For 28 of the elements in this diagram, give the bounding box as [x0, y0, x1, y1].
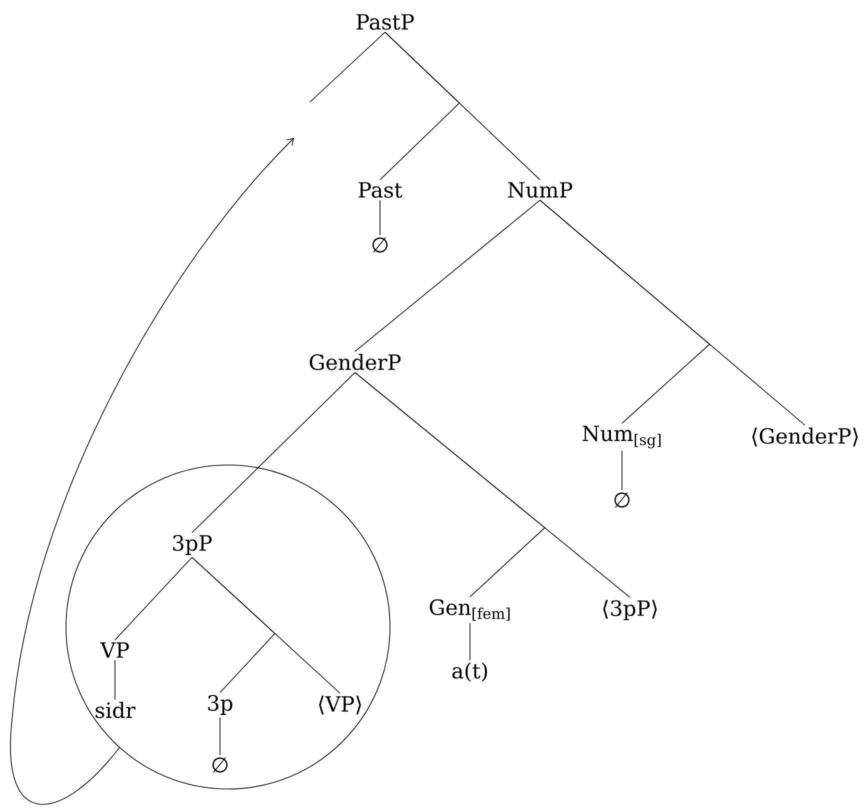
- tree-node-label: sidr: [96, 702, 136, 718]
- movement-arrow: [10, 138, 294, 804]
- tree-node-label: PastP: [356, 14, 414, 30]
- branch-line: [310, 32, 386, 102]
- tree-node-label: ⟨VP⟩: [319, 696, 361, 714]
- branch-line: [354, 372, 630, 598]
- tree-node-label: VP: [100, 642, 129, 658]
- branch-line: [192, 556, 340, 694]
- tree-node-label: NumP: [508, 182, 572, 198]
- branch-line: [354, 200, 540, 352]
- tree-node-label: Num$_{[sg]}$: [582, 426, 661, 448]
- tree-node-label: Gen$_{[fem]}$: [430, 599, 510, 621]
- tree-node-label: a(t): [452, 662, 487, 682]
- branch-line: [114, 556, 192, 640]
- tree-node-label: Past: [358, 182, 402, 198]
- branch-line: [114, 660, 116, 700]
- tree-node-label: ⟨GenderP⟩: [752, 428, 858, 446]
- branch-line: [540, 200, 806, 426]
- tree-node-label: ∅: [614, 492, 630, 508]
- tree-node-label: ∅: [212, 757, 228, 773]
- tree-node-label: 3p: [208, 695, 232, 715]
- branch-line: [384, 32, 540, 180]
- tree-node-label: GenderP: [310, 354, 401, 370]
- circle: [66, 464, 390, 790]
- branch-line: [192, 372, 356, 534]
- tree-node-label: ∅: [372, 237, 388, 253]
- tree-node-label: ⟨3pP⟩: [603, 600, 657, 620]
- tree-node-label: 3pP: [173, 535, 212, 555]
